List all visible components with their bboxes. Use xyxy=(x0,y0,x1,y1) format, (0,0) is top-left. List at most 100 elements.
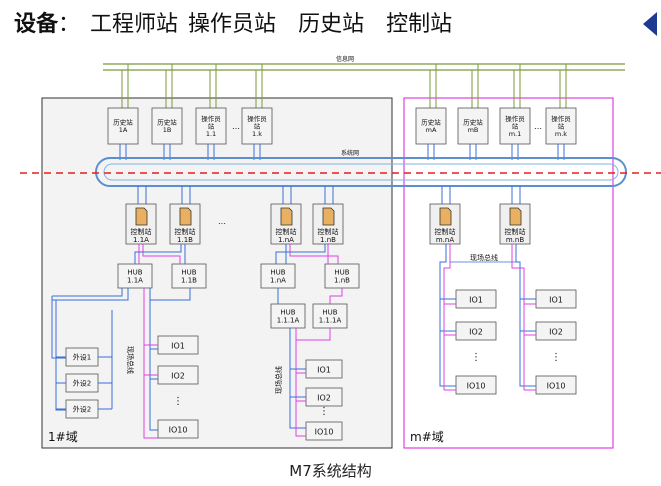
hub-box xyxy=(171,263,207,289)
vertical-ellipsis: ⋮ xyxy=(173,396,183,407)
controller-box-text: 控制站 xyxy=(276,227,297,236)
controller-hub-link xyxy=(134,244,182,264)
field-bus-label: 现场总线 xyxy=(470,253,498,262)
controller-box-text: 控制站 xyxy=(318,227,339,236)
controller-box-text: 控制站 xyxy=(131,227,152,236)
heading-lead: 设备 xyxy=(14,12,59,37)
figure-caption: M7系统结构 xyxy=(289,462,372,480)
hub-box xyxy=(312,303,348,329)
top-station-box-text: 站 xyxy=(512,121,519,130)
peripheral-box-text: 外设1 xyxy=(73,353,91,362)
top-station-box-text: 历史站 xyxy=(463,118,483,127)
ellipsis-label: … xyxy=(534,122,542,131)
io-bus xyxy=(443,244,456,305)
io-box-text: IO2 xyxy=(317,394,331,403)
io-box-text: IO10 xyxy=(169,426,188,435)
controller-box-device-icon xyxy=(179,207,192,226)
top-station-box-text: 1.1 xyxy=(206,130,216,138)
io-box-text: IO1 xyxy=(469,296,483,305)
top-station-box-text: m.k xyxy=(555,130,567,138)
io-bus xyxy=(149,288,158,431)
top-station-box-text: mA xyxy=(426,126,437,134)
controller-box-device-icon xyxy=(322,207,335,226)
peripheral-box-text: 外设2 xyxy=(73,405,91,414)
io-box-text: IO2 xyxy=(171,372,185,381)
field-bus-label: 现场总线 xyxy=(126,346,135,374)
domain-1-label: 1#域 xyxy=(48,430,78,444)
controller-box-device-icon xyxy=(509,207,522,226)
io-bus xyxy=(511,244,536,305)
controller-hub-link xyxy=(289,244,339,264)
hub-io-link xyxy=(296,328,331,341)
hub-box-text: 1.nB xyxy=(334,277,350,285)
hub-box-text: HUB xyxy=(334,269,349,277)
io-bus xyxy=(439,244,456,387)
controller-hub-link xyxy=(142,244,181,264)
top-station-box xyxy=(415,107,447,145)
top-station-box-text: mB xyxy=(468,126,479,134)
hub-box-text: HUB xyxy=(181,269,196,277)
ellipsis-label: … xyxy=(218,217,226,226)
top-station-box-text: 1B xyxy=(163,126,172,134)
controller-box-text: 控制站 xyxy=(435,227,456,236)
top-station-box xyxy=(241,107,273,145)
io-box-text: IO10 xyxy=(315,428,334,437)
hub-hub-link xyxy=(329,288,343,304)
controller-box-device-icon xyxy=(135,207,148,226)
field-bus-label: 现场总线 xyxy=(274,366,283,394)
controller-box-text: 1.1B xyxy=(177,236,193,244)
io-bus xyxy=(295,328,306,437)
peripheral-bus xyxy=(51,296,66,359)
controller-box-text: 1.nB xyxy=(320,236,336,244)
io-box-text: IO2 xyxy=(469,328,483,337)
corner-arrow-icon xyxy=(643,12,657,36)
io-box xyxy=(535,375,577,395)
controller-box-text: m.nA xyxy=(436,236,454,244)
top-station-box-text: 历史站 xyxy=(421,118,441,127)
peripheral-bus xyxy=(55,300,66,411)
slide-heading: 设备：工程师站操作员站历史站控制站 xyxy=(14,6,452,38)
hub-peripheral-link xyxy=(52,288,129,301)
system-net-ring-inner xyxy=(103,163,619,181)
controller-box-text: 1.1A xyxy=(133,236,149,244)
hub-box-text: 1.1B xyxy=(181,277,197,285)
system-net-ring xyxy=(95,157,627,187)
hub-box xyxy=(270,303,306,329)
top-station-box-text: 站 xyxy=(254,121,261,130)
top-station-box-text: 历史站 xyxy=(157,118,177,127)
top-station-box-text: 历史站 xyxy=(113,118,133,127)
top-station-box-text: m.1 xyxy=(509,130,522,138)
controller-box-text: 控制站 xyxy=(505,227,526,236)
io-bus xyxy=(515,244,536,387)
top-station-box xyxy=(195,107,227,145)
top-station-box xyxy=(457,107,489,145)
hub-box-text: 1.1.1A xyxy=(319,317,342,325)
ellipsis-label: … xyxy=(232,122,240,131)
heading-item-control-station: 控制站 xyxy=(386,12,453,37)
top-station-box-text: 操作员 xyxy=(201,114,221,123)
hub-box-text: HUB xyxy=(127,269,142,277)
io-box-text: IO1 xyxy=(549,296,563,305)
top-station-box xyxy=(499,107,531,145)
hub-box xyxy=(260,263,296,289)
hub-box xyxy=(324,263,360,289)
top-station-box-text: 操作员 xyxy=(247,114,267,123)
controller-hub-link xyxy=(275,244,326,264)
controller-box-text: 控制站 xyxy=(175,227,196,236)
controller-box-device-icon xyxy=(439,207,452,226)
hub-box-text: HUB xyxy=(322,309,337,317)
top-station-box xyxy=(151,107,183,145)
hub-box-text: 1.1A xyxy=(127,277,143,285)
vertical-ellipsis: ⋮ xyxy=(319,406,329,417)
controller-box-device-icon xyxy=(280,207,293,226)
domain-m-frame xyxy=(403,97,614,449)
io-box xyxy=(305,421,343,441)
io-box-text: IO10 xyxy=(547,382,566,391)
controller-box-text: m.nB xyxy=(506,236,524,244)
hub-box-text: HUB xyxy=(280,309,295,317)
domain-m-label: m#域 xyxy=(410,430,444,444)
vertical-ellipsis: ⋮ xyxy=(551,352,561,363)
io-bus xyxy=(289,328,306,429)
heading-colon: ： xyxy=(58,12,81,37)
